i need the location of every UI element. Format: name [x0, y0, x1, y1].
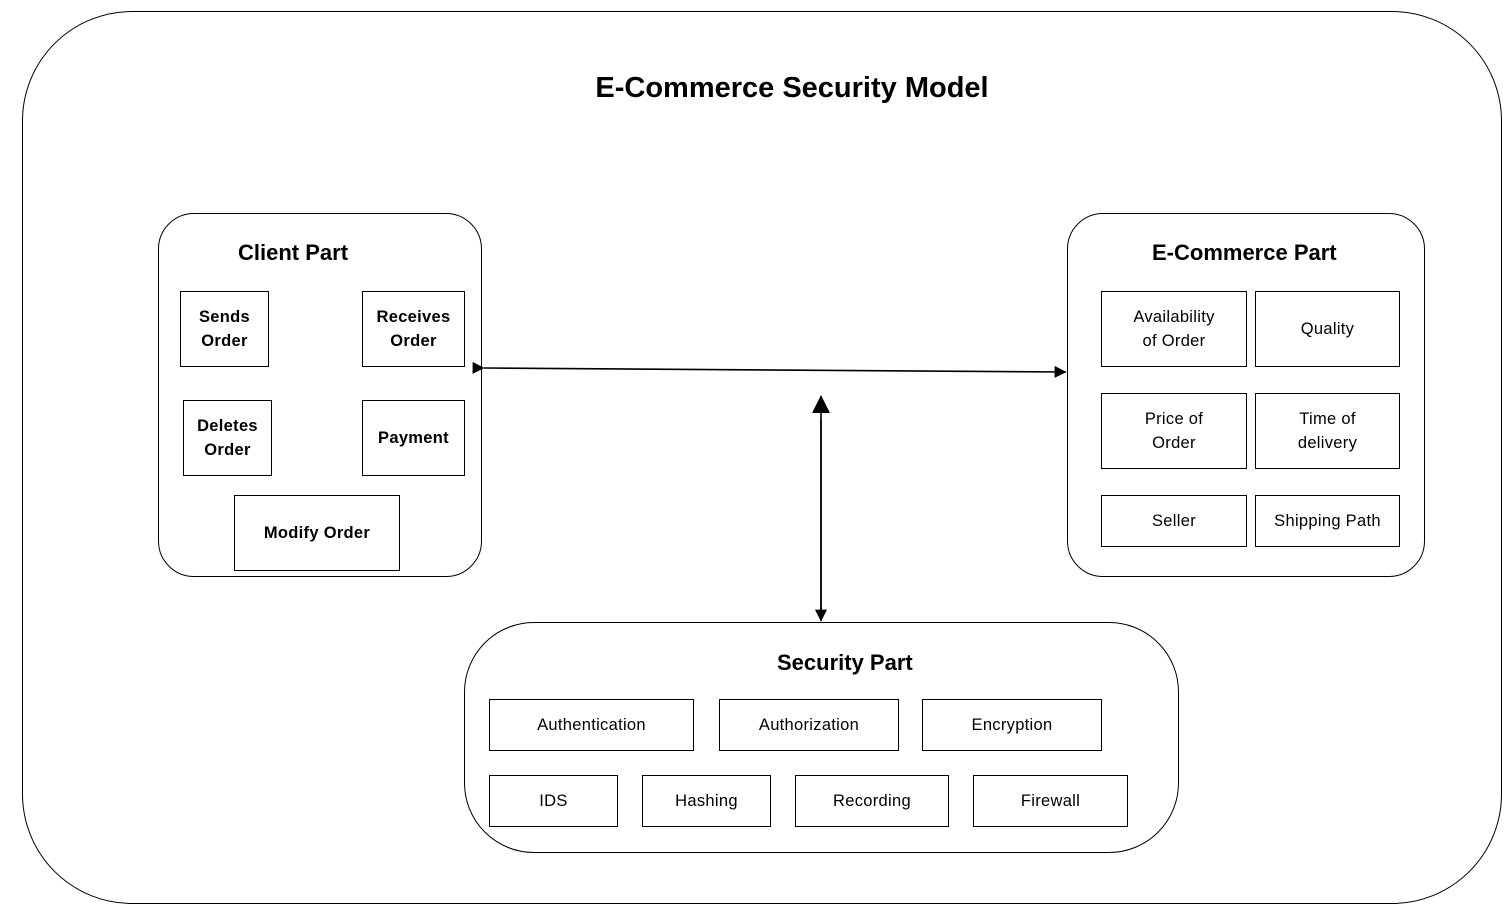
modify-order-box: Modify Order	[234, 495, 400, 571]
diagram-title: E-Commerce Security Model	[595, 72, 989, 104]
time-of-delivery-box: Time of delivery	[1255, 393, 1400, 469]
client-part-title: Client Part	[238, 240, 349, 265]
firewall-box: Firewall	[973, 775, 1128, 827]
ecommerce-part-title: E-Commerce Part	[1152, 240, 1337, 265]
availability-of-order-box: Availability of Order	[1101, 291, 1247, 367]
authorization-box: Authorization	[719, 699, 899, 751]
payment-box: Payment	[362, 400, 465, 476]
price-of-order-box: Price of Order	[1101, 393, 1247, 469]
shipping-path-box: Shipping Path	[1255, 495, 1400, 547]
hashing-box: Hashing	[642, 775, 771, 827]
quality-box: Quality	[1255, 291, 1400, 367]
deletes-order-box: Deletes Order	[183, 400, 272, 476]
recording-box: Recording	[795, 775, 949, 827]
authentication-box: Authentication	[489, 699, 694, 751]
ids-box: IDS	[489, 775, 618, 827]
sends-order-box: Sends Order	[180, 291, 269, 367]
security-part-title: Security Part	[777, 650, 913, 675]
seller-box: Seller	[1101, 495, 1247, 547]
receives-order-box: Receives Order	[362, 291, 465, 367]
encryption-box: Encryption	[922, 699, 1102, 751]
